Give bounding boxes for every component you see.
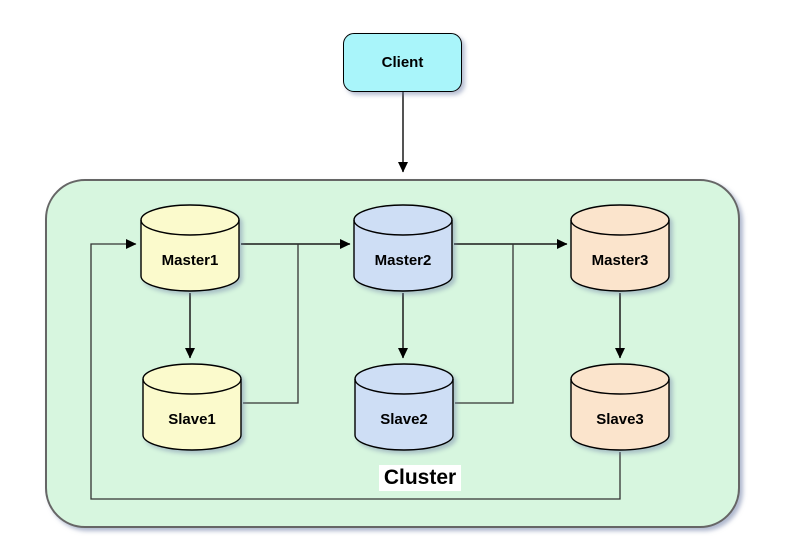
node-slave2-label: Slave2 [380,410,428,428]
node-client-label: Client [381,54,424,71]
node-master3: Master3 [570,204,670,292]
node-master1-label: Master1 [161,251,219,269]
database-cylinder-icon [354,363,454,451]
node-slave1-label: Slave1 [168,410,216,428]
database-cylinder-icon [140,204,240,292]
database-cylinder-icon [353,204,453,292]
node-master3-label: Master3 [591,251,649,269]
database-cylinder-icon [142,363,242,451]
node-slave3-label: Slave3 [596,410,644,428]
database-cylinder-icon [570,363,670,451]
node-slave3: Slave3 [570,363,670,451]
node-slave2: Slave2 [354,363,454,451]
database-cylinder-icon [570,204,670,292]
cluster-label-text: Cluster [378,464,462,491]
node-master2-label: Master2 [374,251,432,269]
node-slave1: Slave1 [142,363,242,451]
node-master2: Master2 [353,204,453,292]
cluster-label: Cluster [352,464,488,491]
node-client: Client [343,33,462,92]
node-master1: Master1 [140,204,240,292]
